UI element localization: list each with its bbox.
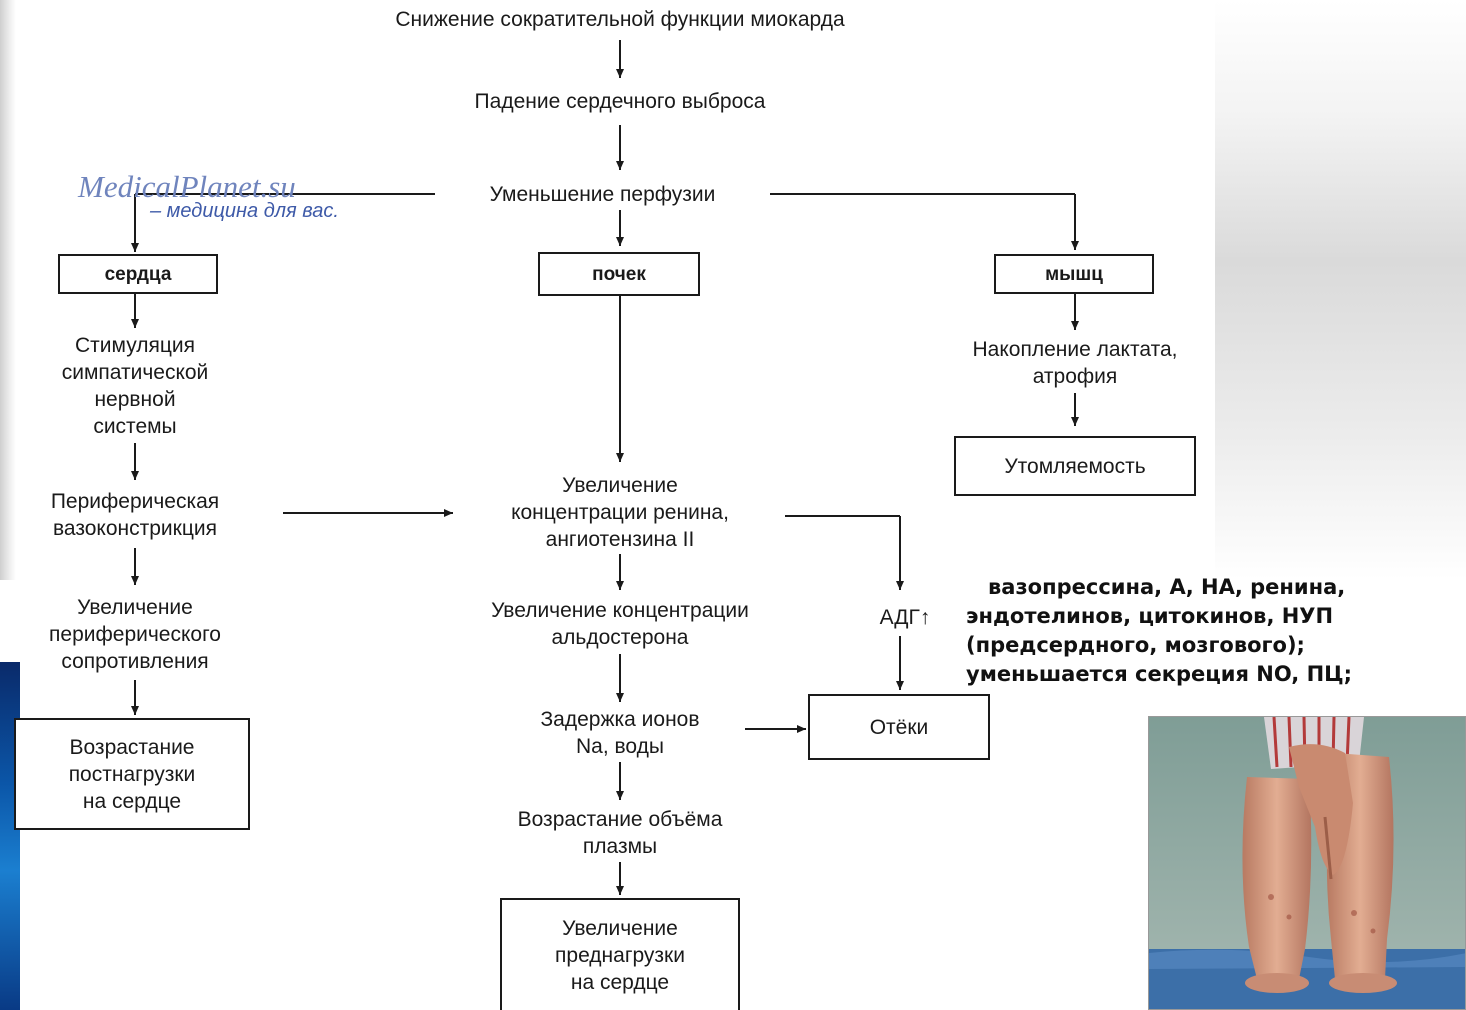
box-kidney: почек — [538, 252, 700, 296]
background-gradient-right — [1215, 0, 1466, 580]
node-retention-line: Na, воды — [576, 735, 664, 758]
node-vasoconstriction-line: вазоконстрикция — [53, 517, 217, 540]
node-sympathetic-line: симпатической — [61, 361, 209, 384]
box-preload-line: преднагрузки — [555, 943, 685, 967]
box-preload-increase: Увеличение преднагрузки на сердце — [500, 898, 740, 1010]
box-heart-label: сердца — [104, 263, 172, 285]
node-retention-line: Задержка ионов — [540, 708, 700, 731]
node-renin-angiotensin: Увеличение концентрации ренина, ангиотен… — [455, 472, 785, 553]
box-heart: сердца — [58, 254, 218, 294]
watermark-logo: MedicalPlanet.su — [78, 169, 296, 204]
node-contractility-decrease: Снижение сократительной функции миокарда — [395, 8, 845, 31]
box-afterload-increase: Возрастание постнагрузки на сердце — [14, 718, 250, 830]
box-fatigue-label: Утомляемость — [1004, 454, 1146, 478]
side-note-line: уменьшается секреция NO, ПЦ; — [966, 662, 1353, 686]
node-peripheral-vasoconstriction: Периферическая вазоконстрикция — [0, 488, 270, 542]
node-adh: АДГ↑ — [879, 606, 931, 629]
node-resistance-line: периферического — [49, 623, 221, 646]
node-lactate-line: атрофия — [1032, 365, 1118, 388]
node-plasma-volume: Возрастание объёма плазмы — [460, 806, 780, 860]
box-preload-line: Увеличение — [562, 916, 678, 940]
side-note: вазопрессина, А, НА, ренина, эндотелинов… — [966, 573, 1466, 689]
box-afterload-line: постнагрузки — [68, 762, 196, 786]
node-sympathetic-stimulation: Стимуляция симпатической нервной системы — [0, 332, 270, 440]
node-output-drop: Падение сердечного выброса — [474, 90, 766, 113]
node-peripheral-resistance: Увеличение периферического сопротивления — [0, 594, 270, 675]
node-resistance-line: сопротивления — [61, 650, 209, 673]
node-sodium-water-retention: Задержка ионов Na, воды — [495, 706, 745, 760]
node-lactate-line: Накопление лактата, — [972, 338, 1178, 361]
watermark-tagline: – медицина для вас. — [150, 200, 339, 222]
edema-photo — [1148, 716, 1466, 1010]
side-note-line: вазопрессина, А, НА, ренина, — [988, 575, 1346, 599]
node-sympathetic-line: системы — [93, 415, 177, 438]
node-aldosterone-line: Увеличение концентрации — [491, 599, 749, 622]
node-plasma-line: плазмы — [582, 835, 658, 858]
box-kidney-label: почек — [592, 263, 646, 285]
node-renin-line: концентрации ренина, — [511, 501, 729, 524]
node-sympathetic-line: нервной — [94, 388, 176, 411]
node-resistance-line: Увеличение — [77, 596, 193, 619]
node-renin-line: Увеличение — [562, 474, 678, 497]
edema-photo-illustration — [1149, 717, 1465, 1009]
node-sympathetic-line: Стимуляция — [75, 334, 195, 357]
background-gradient-left — [0, 0, 16, 580]
node-aldosterone: Увеличение концентрации альдостерона — [430, 597, 810, 651]
box-afterload-line: на сердце — [82, 789, 182, 813]
box-afterload-line: Возрастание — [69, 735, 195, 759]
node-vasoconstriction-line: Периферическая — [50, 490, 220, 513]
node-aldosterone-line: альдостерона — [551, 626, 689, 649]
box-fatigue: Утомляемость — [954, 436, 1196, 496]
box-muscle: мышц — [994, 254, 1154, 294]
box-edema-label: Отёки — [869, 715, 929, 739]
box-muscle-label: мышц — [1045, 263, 1103, 285]
box-preload-line: на сердце — [570, 970, 670, 994]
node-lactate-atrophy: Накопление лактата, атрофия — [935, 336, 1215, 390]
node-plasma-line: Возрастание объёма — [517, 808, 723, 831]
side-note-line: (предсердного, мозгового); — [966, 633, 1305, 657]
node-perfusion-decrease: Уменьшение перфузии — [489, 183, 716, 206]
box-edema: Отёки — [808, 694, 990, 760]
side-note-line: эндотелинов, цитокинов, НУП — [966, 604, 1334, 628]
node-renin-line: ангиотензина II — [545, 528, 695, 551]
